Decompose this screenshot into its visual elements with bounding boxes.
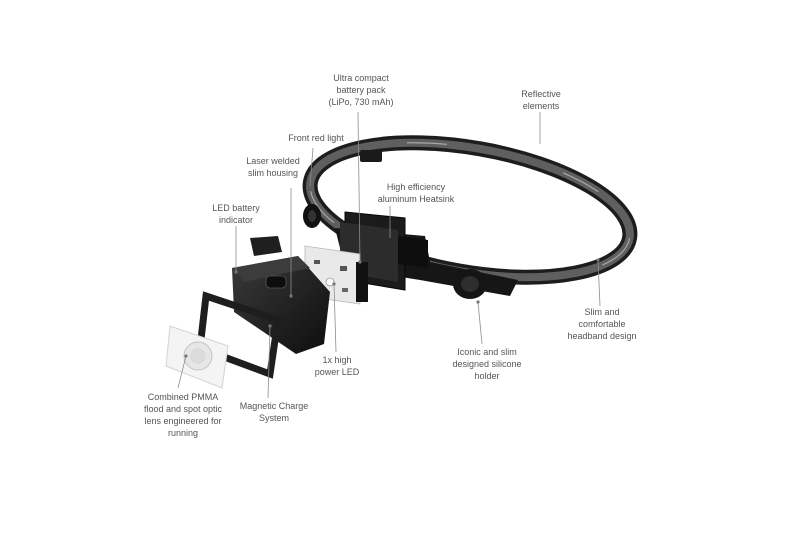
label-laser-welded-housing: Laser welded slim housing (246, 156, 300, 178)
housing (232, 256, 330, 354)
side-holder-left (303, 204, 321, 228)
optic-lens (165, 325, 229, 389)
label-silicone-holder: Iconic and slim designed silicone holder (452, 347, 522, 381)
label-battery-pack: Ultra compact battery pack (LiPo, 730 mA… (328, 73, 394, 107)
heatsink (398, 236, 428, 268)
leader-magnetic-charge (267, 325, 271, 399)
leader-dot-led-indicator (234, 270, 238, 274)
label-optic-lens: Combined PMMA flood and spot optic lens … (143, 392, 223, 438)
label-reflective-elements: Reflective elements (521, 89, 561, 111)
leader-dot-laser-welded (289, 294, 293, 298)
leader-silicone-holder (477, 301, 483, 345)
leader-front-red-light (309, 147, 314, 187)
leader-lines (177, 111, 601, 399)
leader-power-led (333, 283, 337, 353)
label-power-led: 1x high power LED (314, 355, 360, 377)
label-front-red-light: Front red light (288, 133, 344, 143)
label-magnetic-charge: Magnetic Charge System (239, 401, 309, 423)
leader-dot-silicone-holder (476, 300, 480, 304)
leader-dot-optic-lens (184, 354, 188, 358)
charge-frame (196, 291, 282, 379)
label-heatsink: High efficiency aluminum Heatsink (377, 182, 455, 204)
leader-battery-pack (357, 111, 361, 263)
label-headband-design: Slim and comfortable headband design (567, 307, 637, 341)
leader-dot-magnetic-charge (268, 324, 272, 328)
leader-dot-power-led (332, 282, 336, 286)
leader-dot-headband (596, 258, 600, 262)
strap-buckle (360, 150, 382, 162)
leader-headband (597, 259, 601, 307)
leader-optic-lens (177, 355, 187, 389)
led-indicator-part (250, 236, 282, 256)
leader-dot-battery-pack (358, 260, 362, 264)
label-led-battery-indicator: LED battery indicator (212, 203, 260, 225)
